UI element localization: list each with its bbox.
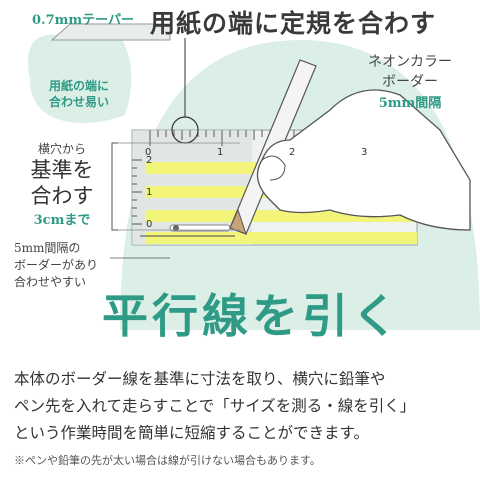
neon-note: ネオンカラー ボーダー 5mm間隔 (350, 52, 470, 111)
tick-label: 0 (146, 219, 153, 230)
border-note: 5mm間隔の ボーダーがあり 合わせやすい (14, 240, 98, 291)
description-line: 本体のボーダー線を基準に寸法を取り、横穴に鉛筆や (14, 370, 386, 388)
description: 本体のボーダー線を基準に寸法を取り、横穴に鉛筆や ペン先を入れて走らすことで「サ… (14, 366, 474, 447)
ruler-hole (173, 225, 179, 231)
tick-label: 1 (217, 147, 224, 158)
circle-note-line: 合わせ易い (48, 95, 109, 109)
mint-circle-bg (28, 34, 132, 124)
border-note-line: 合わせやすい (14, 275, 87, 289)
neon-stripe (145, 232, 417, 244)
illustration (28, 23, 480, 330)
neon-line: ボーダー (382, 74, 438, 90)
footnote: ※ペンや鉛筆の先が太い場合は線が引けない場合もあります。 (14, 454, 321, 467)
left-note: 横穴から 基準を 合わす 3cmまで (16, 140, 108, 228)
tick-label: 3 (361, 147, 368, 158)
tick-label: 2 (146, 155, 153, 166)
tick-label: 0 (145, 147, 152, 158)
hand-icon (256, 89, 471, 231)
pencil-tip (229, 208, 247, 235)
left-note-line: 横穴から (37, 142, 86, 156)
neon-line: ネオンカラー (368, 54, 452, 70)
circle-note: 用紙の端に 合わせ易い (36, 78, 122, 110)
description-line: という作業時間を簡単に短縮することができます。 (14, 424, 369, 442)
hand-finger (261, 155, 286, 181)
taper-label: 0.7mmテーパー (32, 13, 134, 28)
border-note-line: 5mm間隔の (14, 241, 81, 255)
main-title: 平行線を引く (102, 289, 402, 343)
ruler-side-ticks (132, 159, 142, 225)
border-note-line: ボーダーがあり (14, 258, 99, 272)
left-note-big: 合わす (30, 184, 94, 208)
left-bracket (111, 142, 118, 231)
left-note-limit: 3cmまで (33, 213, 91, 228)
tick-label: 1 (146, 187, 153, 198)
tick-label: 2 (289, 147, 296, 158)
description-line: ペン先を入れて走らすことで「サイズを測る・線を引く」 (14, 397, 416, 415)
headline: 用紙の端に定規を合わす (150, 9, 437, 38)
taper-shape (50, 23, 171, 41)
neon-interval: 5mm間隔 (378, 96, 442, 111)
left-note-big: 基準を (30, 158, 94, 182)
circle-note-line: 用紙の端に (48, 79, 109, 93)
